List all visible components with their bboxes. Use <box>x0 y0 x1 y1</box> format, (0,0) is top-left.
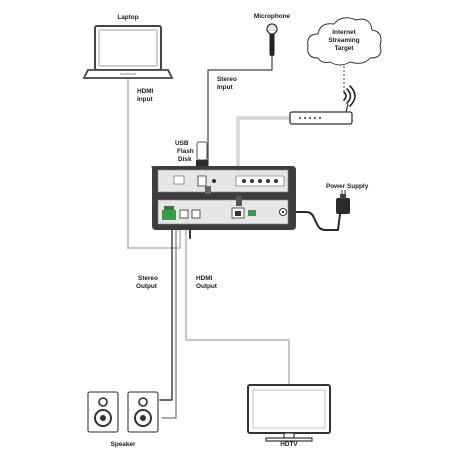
hdmi-output-label-line2: Output <box>196 283 218 290</box>
internet-label-line3: Target <box>334 45 354 52</box>
hdmi-input-label-line2: Input <box>137 96 153 103</box>
usb-label-line3: Disk <box>178 156 192 163</box>
internet-label-line1: Internet <box>332 29 356 36</box>
hdtv-label: HDTV <box>280 441 298 448</box>
stereo-output-label-line1: Stereo <box>138 275 158 282</box>
internet-label-line2: Streaming <box>328 37 359 44</box>
usb-label-line1: USB <box>175 140 189 147</box>
ethernet-plug <box>236 196 242 206</box>
hdmi-output-label-line1: HDMI <box>196 275 213 282</box>
stereo-output-terminal <box>162 210 176 220</box>
hdmi-in-port <box>179 209 189 219</box>
stereo-input-label-line1: Stereo <box>217 76 237 83</box>
power-supply-label: Power Supply <box>326 183 369 190</box>
speaker-right-icon <box>127 391 159 433</box>
status-led-block <box>173 175 185 185</box>
microphone-icon <box>266 23 278 56</box>
streaming-encoder-device <box>151 166 296 230</box>
speaker-label: Speaker <box>111 441 136 448</box>
speaker-left-icon <box>87 391 119 433</box>
hdtv-icon <box>247 384 331 442</box>
laptop-icon <box>82 25 174 79</box>
hdmi-input-label-line1: HDMI <box>137 88 154 95</box>
front-button-2 <box>250 179 254 183</box>
wifi-signal-icon <box>343 85 356 107</box>
rs232-terminal <box>248 210 256 216</box>
stereo-output-label-line2: Output <box>136 283 158 290</box>
cables <box>126 55 341 419</box>
front-button-1 <box>242 179 246 183</box>
front-button-4 <box>266 179 270 183</box>
power-adapter-icon <box>336 190 350 214</box>
front-button-5 <box>274 179 278 183</box>
hdmi-output-cable <box>184 226 291 387</box>
hdmi-input-cable <box>126 78 182 250</box>
stereo-input-plug <box>205 186 211 194</box>
hdmi-out-port <box>191 209 201 219</box>
usb-label-line2: Flash <box>177 148 194 155</box>
microphone-label: Microphone <box>254 13 291 20</box>
cloud-icon <box>307 17 382 66</box>
stereo-output-cable-2 <box>161 227 177 419</box>
router-icon <box>289 103 353 125</box>
front-button-3 <box>258 179 262 183</box>
stereo-input-label-line2: Input <box>217 84 233 91</box>
audio-in-jack <box>212 179 216 183</box>
stereo-input-cable <box>207 55 273 183</box>
stereo-output-cable-1 <box>159 227 173 401</box>
usb-port <box>197 175 207 187</box>
power-cable <box>289 211 341 231</box>
laptop-label: Laptop <box>117 14 138 21</box>
